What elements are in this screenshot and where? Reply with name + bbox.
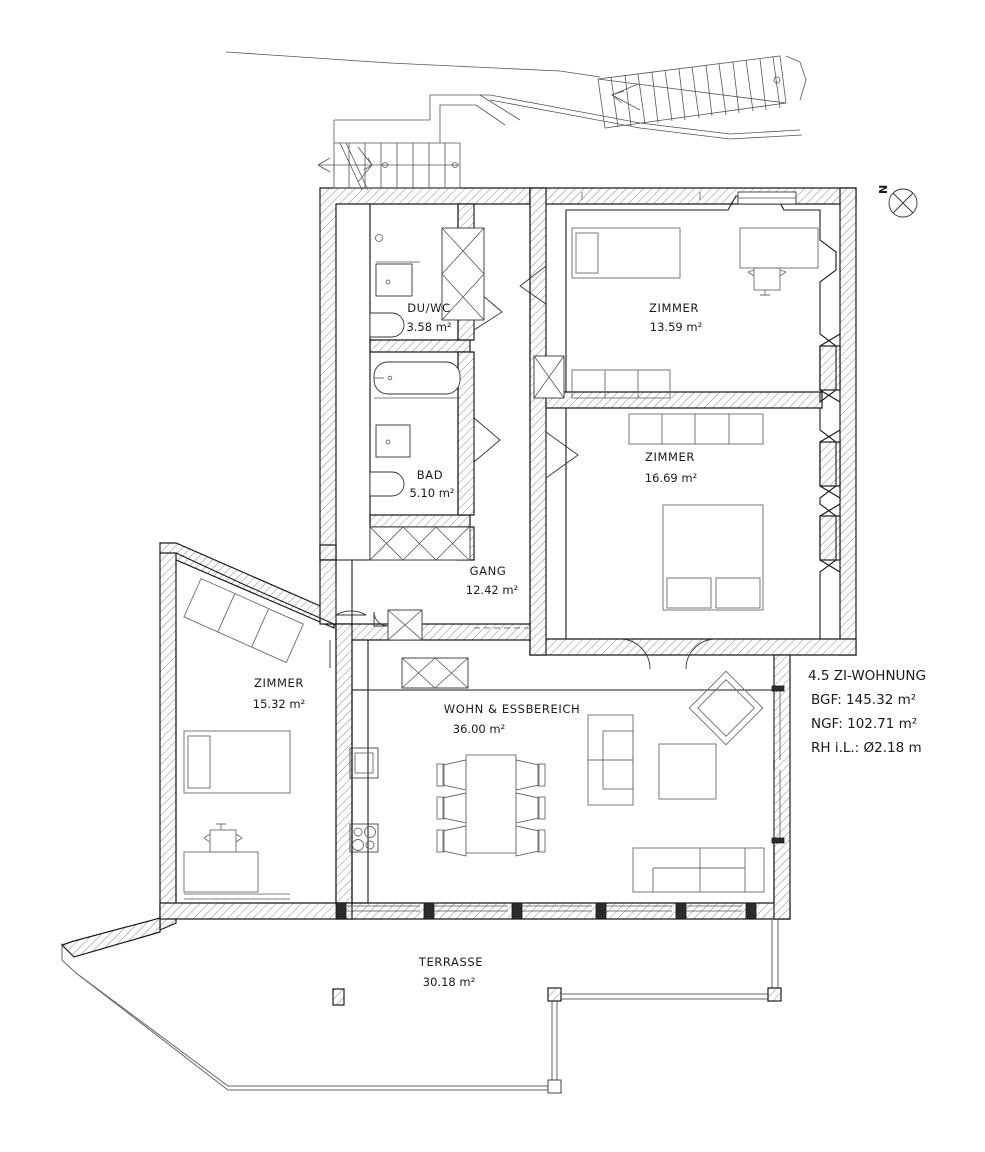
- legend-title: 4.5 ZI-WOHNUNG: [808, 668, 926, 684]
- sofa: [632, 847, 765, 893]
- staircase-angled: [225, 51, 807, 140]
- stove-4-burner: [349, 823, 379, 853]
- room-label-bad: BAD: [417, 468, 443, 482]
- legend-ngf: NGF: 102.71 m²: [811, 716, 917, 732]
- room-label-du-wc: DU/WC: [407, 301, 451, 315]
- room-outlines: [175, 195, 837, 904]
- zimmer2-furniture: [628, 413, 764, 611]
- kitchen-sink: [349, 747, 379, 779]
- compass-north-label: N: [877, 185, 890, 194]
- windows: [346, 191, 797, 912]
- north-arrow: N: [877, 185, 918, 218]
- legend-rh: RH i.L.: Ø2.18 m: [811, 740, 922, 756]
- room-label-wohn-essbereich: WOHN & ESSBEREICH: [444, 702, 581, 716]
- doors: [329, 265, 717, 670]
- room-area-du-wc: 3.58 m²: [406, 320, 451, 334]
- dining-table-6-chairs: [436, 754, 546, 857]
- toilet: [369, 471, 405, 497]
- desk-chair: [747, 267, 787, 296]
- legend-bgf: BGF: 145.32 m²: [811, 692, 916, 708]
- room-area-zimmer-1: 13.59 m²: [650, 320, 702, 334]
- washbasin: [375, 263, 413, 297]
- room-labels: DU/WC 3.58 m² BAD 5.10 m² GANG 12.42 m² …: [253, 301, 702, 989]
- room-area-gang: 12.42 m²: [466, 583, 518, 597]
- desk-chair: [203, 823, 243, 853]
- bathtub: [373, 361, 461, 395]
- room-label-gang: GANG: [470, 564, 507, 578]
- room-area-bad: 5.10 m²: [409, 486, 454, 500]
- bathroom-fixtures: [369, 234, 461, 497]
- room-label-zimmer-2: ZIMMER: [645, 450, 695, 464]
- closets: [369, 227, 565, 689]
- staircase-straight: [317, 94, 521, 191]
- building-walls: [159, 187, 857, 920]
- toilet: [369, 312, 405, 338]
- room-area-zimmer-3: 15.32 m²: [253, 697, 305, 711]
- zimmer3-furniture: [183, 577, 304, 900]
- room-label-terrasse: TERRASSE: [418, 955, 483, 969]
- room-label-zimmer-1: ZIMMER: [649, 301, 699, 315]
- washbasin: [375, 424, 411, 458]
- room-label-zimmer-3: ZIMMER: [254, 676, 304, 690]
- room-area-wohn-essbereich: 36.00 m²: [453, 722, 505, 736]
- living-room-furniture: [587, 670, 785, 893]
- zimmer1-furniture: [571, 227, 819, 399]
- room-area-zimmer-2: 16.69 m²: [645, 471, 697, 485]
- legend-block: 4.5 ZI-WOHNUNG BGF: 145.32 m² NGF: 102.7…: [808, 668, 926, 756]
- room-area-terrasse: 30.18 m²: [423, 975, 475, 989]
- kitchen: [349, 689, 379, 904]
